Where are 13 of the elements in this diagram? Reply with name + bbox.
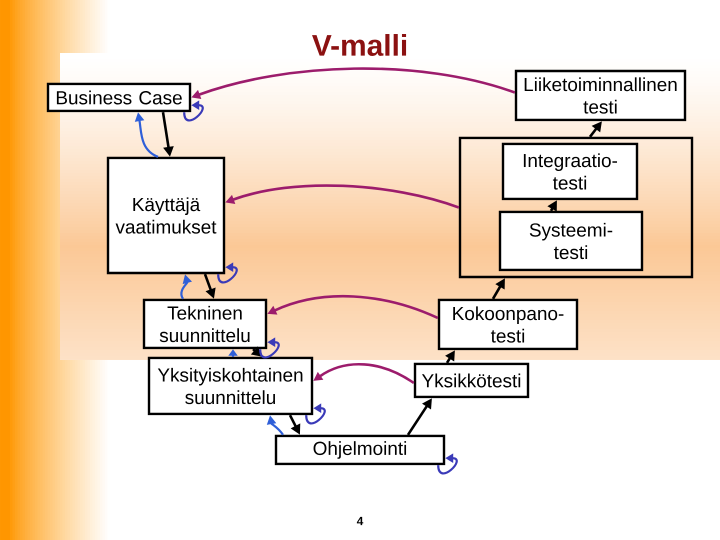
- process-box: Liiketoiminnallinen testi: [514, 70, 686, 122]
- process-box: Business Case: [46, 82, 192, 112]
- group-box: [458, 136, 694, 278]
- process-box: Yksityiskohtainen suunnittelu: [148, 356, 314, 416]
- page-number: 4: [356, 516, 364, 526]
- process-box: Käyttäjä vaatimukset: [106, 156, 226, 274]
- process-box: Yksikkötesti: [414, 362, 530, 398]
- process-box: Ohjelmointi: [274, 434, 446, 466]
- process-box: Systeemi- testi: [498, 210, 644, 272]
- process-box: Tekninen suunnittelu: [142, 298, 268, 350]
- process-box: Integraatio- testi: [502, 142, 638, 200]
- title: V-malli: [312, 34, 406, 56]
- process-box: Kokoonpano- testi: [438, 298, 578, 350]
